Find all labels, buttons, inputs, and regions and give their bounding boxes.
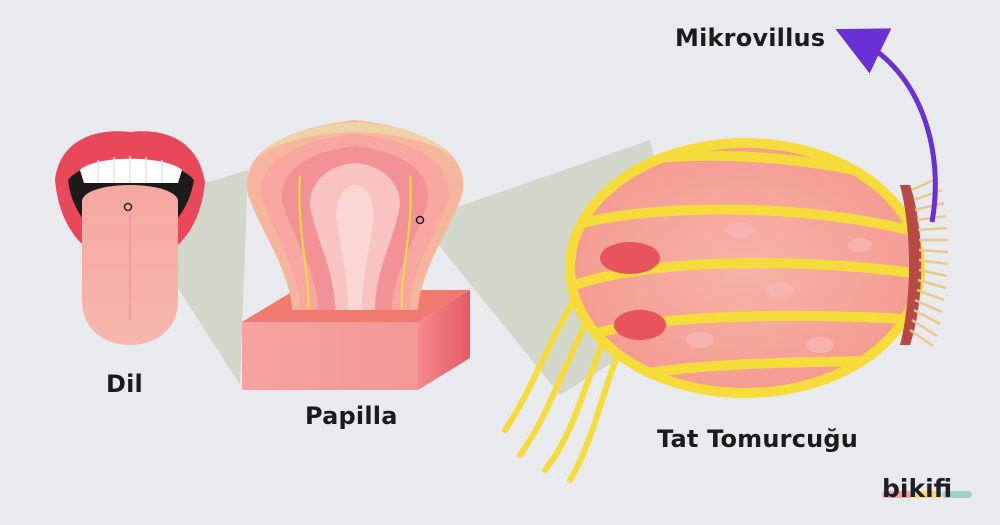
tissue-block-front xyxy=(242,322,418,390)
taste-bud-illustration xyxy=(502,28,949,483)
teeth xyxy=(80,158,182,183)
tissue-block-side xyxy=(418,290,470,390)
papilla-marker-on-tongue xyxy=(123,202,133,212)
bikifi-logo: bikifi xyxy=(882,474,972,503)
microvilli xyxy=(909,176,949,348)
label-tongue: Dil xyxy=(106,370,143,398)
label-papilla: Papilla xyxy=(305,402,398,430)
label-microvillus: Mikrovillus xyxy=(675,24,826,52)
taste-bud-marker-on-papilla xyxy=(415,215,425,225)
papilla-illustration xyxy=(242,120,470,390)
label-taste-bud: Tat Tomurcuğu xyxy=(657,425,859,453)
logo-stripe-2 xyxy=(912,491,942,498)
taste-pore xyxy=(900,185,922,345)
logo-stripe-1 xyxy=(882,491,912,498)
logo-stripe-3 xyxy=(942,491,972,498)
microvillus-pointer-arrow xyxy=(835,28,938,223)
logo-text: bikifi xyxy=(882,474,953,503)
mouth-illustration xyxy=(55,131,205,345)
